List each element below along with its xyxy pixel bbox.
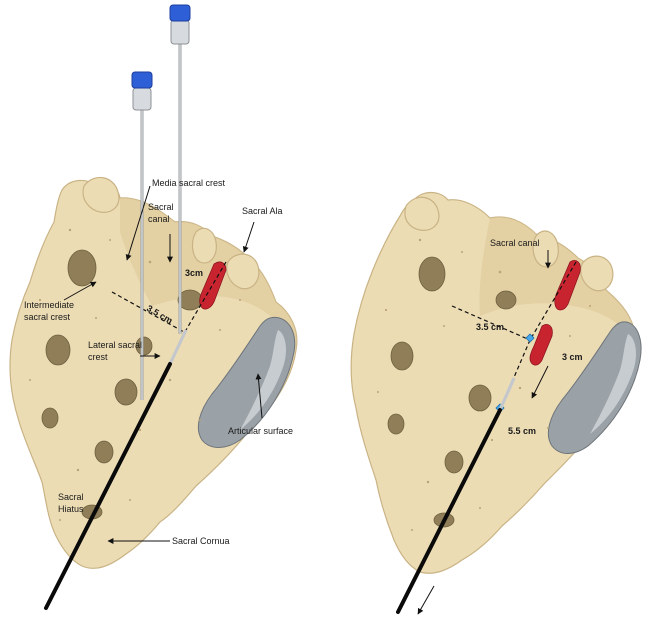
label-articular-surface: Articular surface bbox=[228, 426, 293, 436]
arrow-withdraw-lower bbox=[417, 585, 435, 615]
label-sacral-hiatus-2: Hiatus bbox=[58, 504, 84, 514]
label-lateral-1: Lateral sacral bbox=[88, 340, 142, 350]
arrow-intermediate bbox=[63, 281, 97, 301]
right-measure-3cm: 3 cm bbox=[562, 352, 583, 362]
left-needle-short bbox=[131, 71, 153, 400]
right-measure-5-5cm: 5.5 cm bbox=[508, 426, 536, 436]
right-panel: Sacral canal 3.5 cm 3 cm 5.5 cm bbox=[350, 191, 642, 615]
right-horizontal-dash bbox=[451, 305, 531, 341]
left-sacrum-bone bbox=[9, 176, 298, 569]
label-intermediate-2: sacral crest bbox=[24, 312, 71, 322]
label-intermediate-1: Intermediate bbox=[24, 300, 74, 310]
arrow-articular bbox=[255, 373, 263, 419]
right-electrode bbox=[396, 377, 516, 614]
left-electrode bbox=[44, 329, 188, 610]
marker-upper bbox=[525, 333, 535, 343]
label-sacral-canal-1: Sacral bbox=[148, 202, 174, 212]
label-sacral-ala: Sacral Ala bbox=[242, 206, 283, 216]
left-vertical-dash bbox=[185, 261, 227, 331]
left-needle-long bbox=[169, 4, 191, 334]
left-panel: Media sacral crest Sacral canal Sacral A… bbox=[9, 4, 298, 610]
label-sacral-cornua: Sacral Cornua bbox=[172, 536, 230, 546]
arrow-sacral-ala bbox=[242, 221, 255, 253]
label-sacral-canal-right: Sacral canal bbox=[490, 238, 540, 248]
arrow-median-crest bbox=[125, 185, 151, 261]
label-median-sacral-crest: Media sacral crest bbox=[152, 178, 226, 188]
right-vertical-dash bbox=[529, 261, 577, 341]
right-measure-3-5cm: 3.5 cm bbox=[476, 322, 504, 332]
label-sacral-hiatus-1: Sacral bbox=[58, 492, 84, 502]
label-lateral-2: crest bbox=[88, 352, 108, 362]
label-sacral-canal-2: canal bbox=[148, 214, 170, 224]
left-measure-3cm: 3cm bbox=[185, 268, 203, 278]
arrow-withdraw-upper bbox=[531, 365, 549, 399]
right-sacrum-bone bbox=[350, 191, 642, 574]
